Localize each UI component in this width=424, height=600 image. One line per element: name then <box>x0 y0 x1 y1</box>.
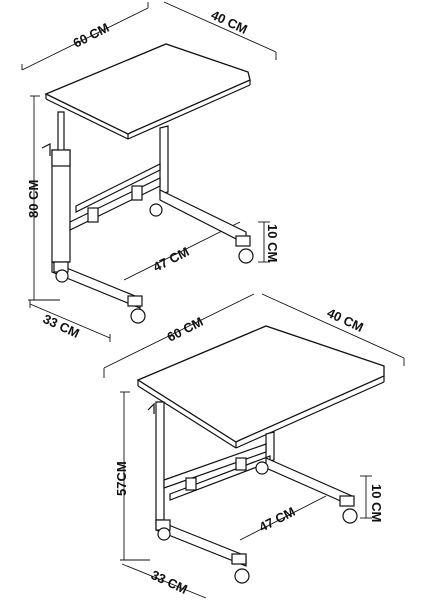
tabletop-short <box>136 325 385 443</box>
dimension-lines-short <box>103 293 405 599</box>
width-label-short: 60 CM <box>165 314 206 345</box>
wheel-label-tall: 10 CM <box>265 224 280 262</box>
width-label-tall: 60 CM <box>71 20 112 51</box>
depth-label-tall: 40 CM <box>209 7 250 37</box>
base-leg-rear-short <box>265 457 353 507</box>
base-width-label-tall: 47 CM <box>151 244 192 275</box>
table-drawing-tall: 60 CM 40 CM 80 CM 33 CM 47 CM 10 CM <box>21 1 280 342</box>
tabletop-tall <box>44 43 251 135</box>
base-width-label-short: 47 CM <box>257 504 298 535</box>
wheels-short <box>155 461 358 584</box>
wheels-tall <box>53 203 254 324</box>
wheel-label-short: 10 CM <box>369 484 384 522</box>
base-leg-rear-tall <box>159 189 247 245</box>
base-depth-label-short: 33 CM <box>149 567 190 597</box>
height-label-tall: 80 CM <box>26 180 41 218</box>
base-leg-front-tall <box>51 261 141 309</box>
column-tall <box>51 111 71 263</box>
table-drawing-short: 60 CM 40 CM 57CM 33 CM 47 CM 10 CM <box>103 293 405 599</box>
column-short <box>155 401 165 521</box>
base-depth-label-tall: 33 CM <box>41 311 82 341</box>
depth-label-short: 40 CM <box>325 305 366 335</box>
height-label-short: 57CM <box>114 461 129 496</box>
